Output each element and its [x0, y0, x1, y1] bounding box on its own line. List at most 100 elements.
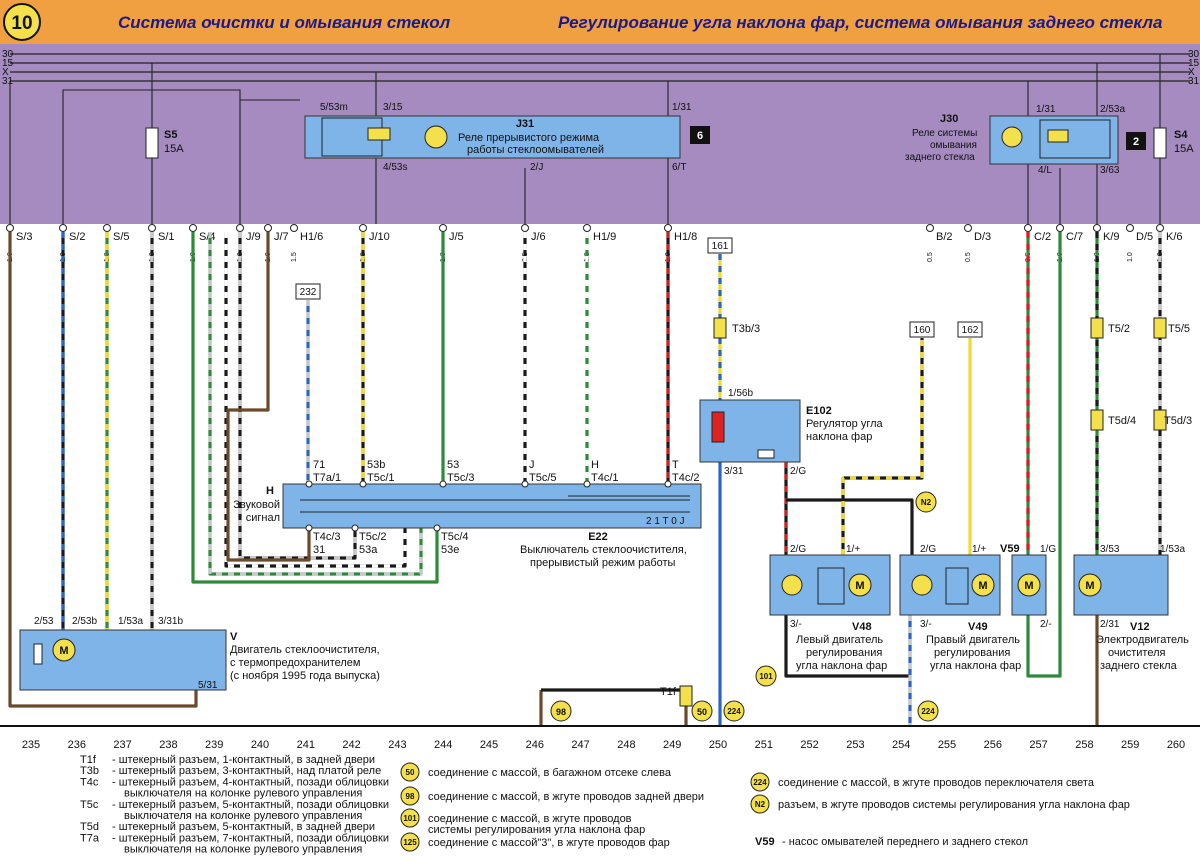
relay-j31-pin-3-15: 3/15: [383, 102, 403, 113]
motor-v12-line1: Электродвигатель: [1096, 634, 1189, 646]
motor-v12-line2: очистителя: [1108, 647, 1166, 659]
e22-pin-dot: [305, 480, 313, 488]
connector-n2: [915, 491, 937, 513]
motor-v49-pin-2-g: 2/G: [920, 544, 936, 555]
grid-number: 237: [113, 739, 131, 751]
connector-t5-2: [1090, 317, 1104, 339]
grid-number: 256: [984, 739, 1002, 751]
wire: [786, 498, 914, 555]
legend-text: выключателя на колонке рулевого управлен…: [124, 810, 362, 822]
relay-j30-coil: [1047, 129, 1069, 143]
connector-t5-5-label: T5/5: [1168, 323, 1190, 335]
legend-code: T4c: [80, 776, 99, 788]
ref-162: 162: [962, 325, 979, 336]
e22-pin-bottom-conn: T5c/4: [441, 531, 469, 543]
connector-t1f-label: T1f: [660, 686, 677, 698]
legend-text: выключателя на колонке рулевого управлен…: [124, 788, 362, 800]
grid-number: 259: [1121, 739, 1139, 751]
connector-label: C/2: [1034, 231, 1051, 243]
connector-pin: [964, 224, 972, 232]
grid-number: 239: [205, 739, 223, 751]
relay-j30-pin-2-53a: 2/53a: [1100, 104, 1125, 115]
grid-number: 258: [1075, 739, 1093, 751]
legend-ground-text: соединение с массой, в жгуте проводов пе…: [778, 777, 1095, 789]
e22-pin-top-conn: T7a/1: [313, 472, 341, 484]
legend-ground-text: соединение с массой"3", в жгуте проводов…: [428, 837, 670, 849]
connector-label: D/3: [974, 231, 991, 243]
relay-j31-pin-4-53s: 4/53s: [383, 162, 407, 173]
relay-j30-box: [1126, 132, 1146, 150]
relay-j30-line2: омывания: [930, 140, 977, 151]
grid-number: 235: [22, 739, 40, 751]
bus-label-15: 15: [2, 58, 14, 69]
connector-label: D/5: [1136, 231, 1153, 243]
motor-v49-line3: угла наклона фар: [930, 660, 1021, 672]
legend-v59-code: V59: [755, 836, 775, 848]
relay-j31-pin-2-j: 2/J: [530, 162, 543, 173]
connector-label: J/6: [531, 231, 546, 243]
legend-code: T5d: [80, 821, 99, 833]
grid-number: 251: [755, 739, 773, 751]
connector-label: H1/9: [593, 231, 616, 243]
legend-text: - штекерный разъем, 7-контактный, позади…: [112, 832, 389, 844]
page-number: 10: [11, 13, 32, 34]
e22-pin-bottom: 31: [313, 544, 325, 556]
switch-e22-pins: 71T7a/153bT5c/153T5c/3JT5c/5HT4c/1TT4c/2…: [305, 459, 700, 556]
motor-v48-symbol: [848, 573, 872, 597]
connector-pin: [290, 224, 298, 232]
motor-v-thermal-fuse: [33, 643, 43, 665]
legend-ground-text: соединение с массой, в жгуте проводов за…: [428, 791, 704, 803]
motor-v48-pin-2-g: 2/G: [790, 544, 806, 555]
wire-size: 1.5: [291, 252, 298, 262]
motor-v-pin-3-31b: 3/31b: [158, 616, 183, 627]
ground-224-left-label: 224: [727, 707, 741, 716]
motor-v12-line3: заднего стекла: [1100, 660, 1178, 672]
title-left: Система очистки и омывания стекол: [118, 13, 451, 32]
relay-j30-electronic-icon: [1001, 126, 1023, 148]
connector-pin: [1024, 224, 1032, 232]
legend-ground-badge: [750, 794, 770, 814]
connector-pin: [583, 224, 591, 232]
grid-number: 242: [342, 739, 360, 751]
connector-label: J/10: [369, 231, 390, 243]
grid-number: 244: [434, 739, 452, 751]
relay-j31-code: J31: [516, 118, 534, 130]
relay-j31-coil: [367, 127, 391, 141]
wire: [226, 232, 311, 562]
grid-number: 240: [251, 739, 269, 751]
connector-t5d-3: [1153, 409, 1167, 431]
motor-v48-pin-1-plus: 1/+: [846, 544, 860, 555]
motor-v49-line1: Правый двигатель: [926, 634, 1020, 646]
bus-label-31: 31: [2, 76, 14, 87]
wire: [1026, 232, 1062, 678]
connector-pin: [1093, 224, 1101, 232]
legend-ground-badge-label: 224: [753, 778, 767, 787]
grid-number: 245: [480, 739, 498, 751]
motor-v12-pin-2-31: 2/31: [1100, 619, 1120, 630]
motor-v48-line2: регулирования: [806, 647, 882, 659]
ground-50: [691, 700, 713, 722]
e22-pin-bottom: 53e: [441, 544, 459, 556]
motor-v49-electronic-icon: [911, 574, 933, 596]
ref-box-160: [909, 321, 935, 338]
connector-pin: [926, 224, 934, 232]
ref-160: 160: [914, 325, 931, 336]
legend-ground-badge: [400, 832, 420, 852]
grid-number: 246: [526, 739, 544, 751]
connector-pin: [6, 224, 14, 232]
e22-pin-dot: [351, 524, 359, 532]
relay-j30-pin-3-63: 3/63: [1100, 165, 1120, 176]
legend-text: - штекерный разъем, 3-контактный, над пл…: [112, 765, 381, 777]
connector-label: H1/8: [674, 231, 697, 243]
pump-v59-pin-1-g: 1/G: [1040, 544, 1056, 555]
e22-pin-top-conn: T5c/1: [367, 472, 395, 484]
connector-label: H1/6: [300, 231, 323, 243]
ground-101-label: 101: [759, 672, 773, 681]
legend-ground-text: соединение с массой, в жгуте проводов: [428, 813, 632, 825]
pump-v59-symbol: [1017, 573, 1041, 597]
motor-v49-symbol: [971, 573, 995, 597]
connector-label: S/4: [199, 231, 216, 243]
regulator-e102-pin-2-g: 2/G: [790, 466, 806, 477]
